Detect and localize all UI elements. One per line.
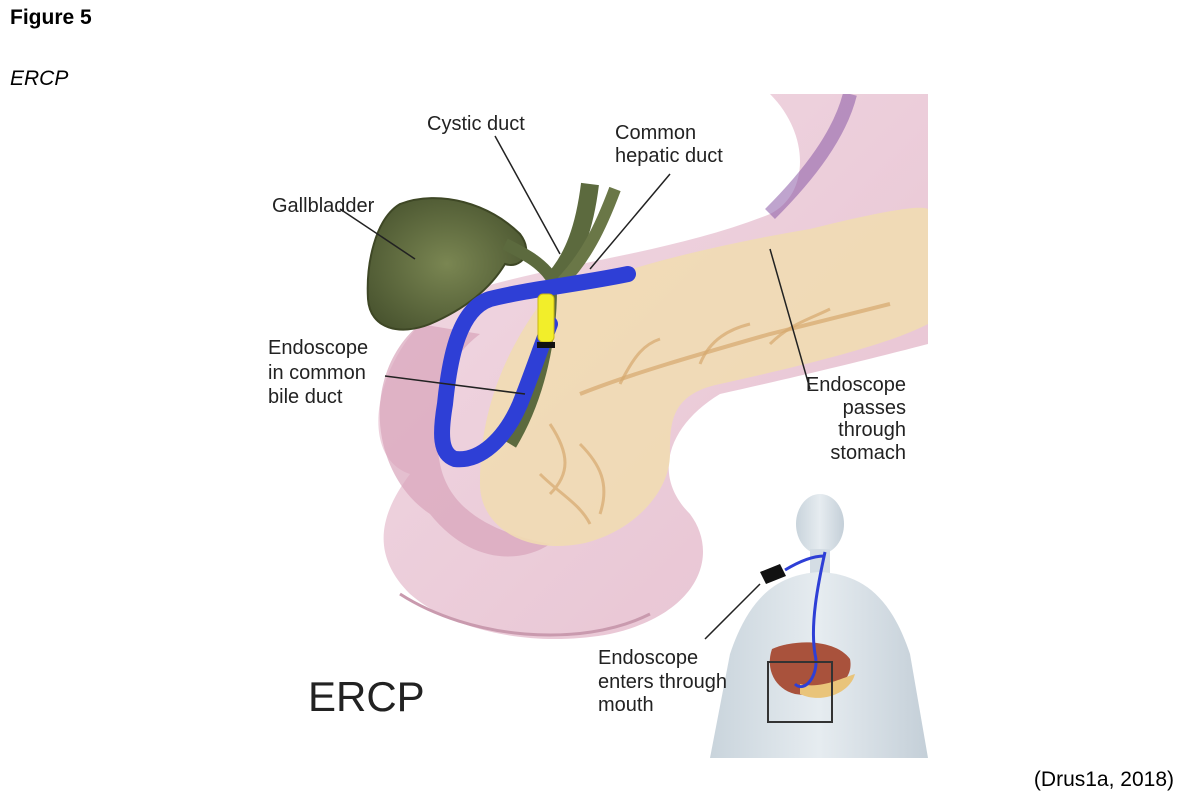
label-endo-stomach-2: passes (843, 397, 906, 419)
label-endo-mouth-2: enters through (598, 671, 727, 693)
label-endo-mouth-1: Endoscope (598, 647, 698, 669)
label-endo-stomach-4: stomach (830, 442, 906, 464)
ercp-illustration: Cystic duct Common hepatic duct Gallblad… (250, 94, 928, 758)
figure-label: Figure 5 (10, 6, 92, 30)
label-common-hepatic-1: Common (615, 122, 696, 144)
endoscope-tip (537, 294, 555, 348)
label-endo-bile-3: bile duct (268, 386, 343, 408)
label-endo-stomach-1: Endoscope (806, 374, 906, 396)
label-gallbladder: Gallbladder (272, 195, 375, 217)
label-ercp-big: ERCP (308, 673, 425, 720)
label-cystic-duct: Cystic duct (427, 113, 525, 135)
label-endo-mouth-3: mouth (598, 694, 654, 716)
figure-credit: (Drus1a, 2018) (1034, 768, 1174, 792)
body-figure (710, 494, 928, 758)
figure-subtitle: ERCP (10, 67, 68, 91)
label-endo-bile-1: Endoscope (268, 337, 368, 359)
label-common-hepatic-2: hepatic duct (615, 145, 723, 167)
label-endo-bile-2: in common (268, 362, 366, 384)
label-endo-stomach-3: through (838, 419, 906, 441)
